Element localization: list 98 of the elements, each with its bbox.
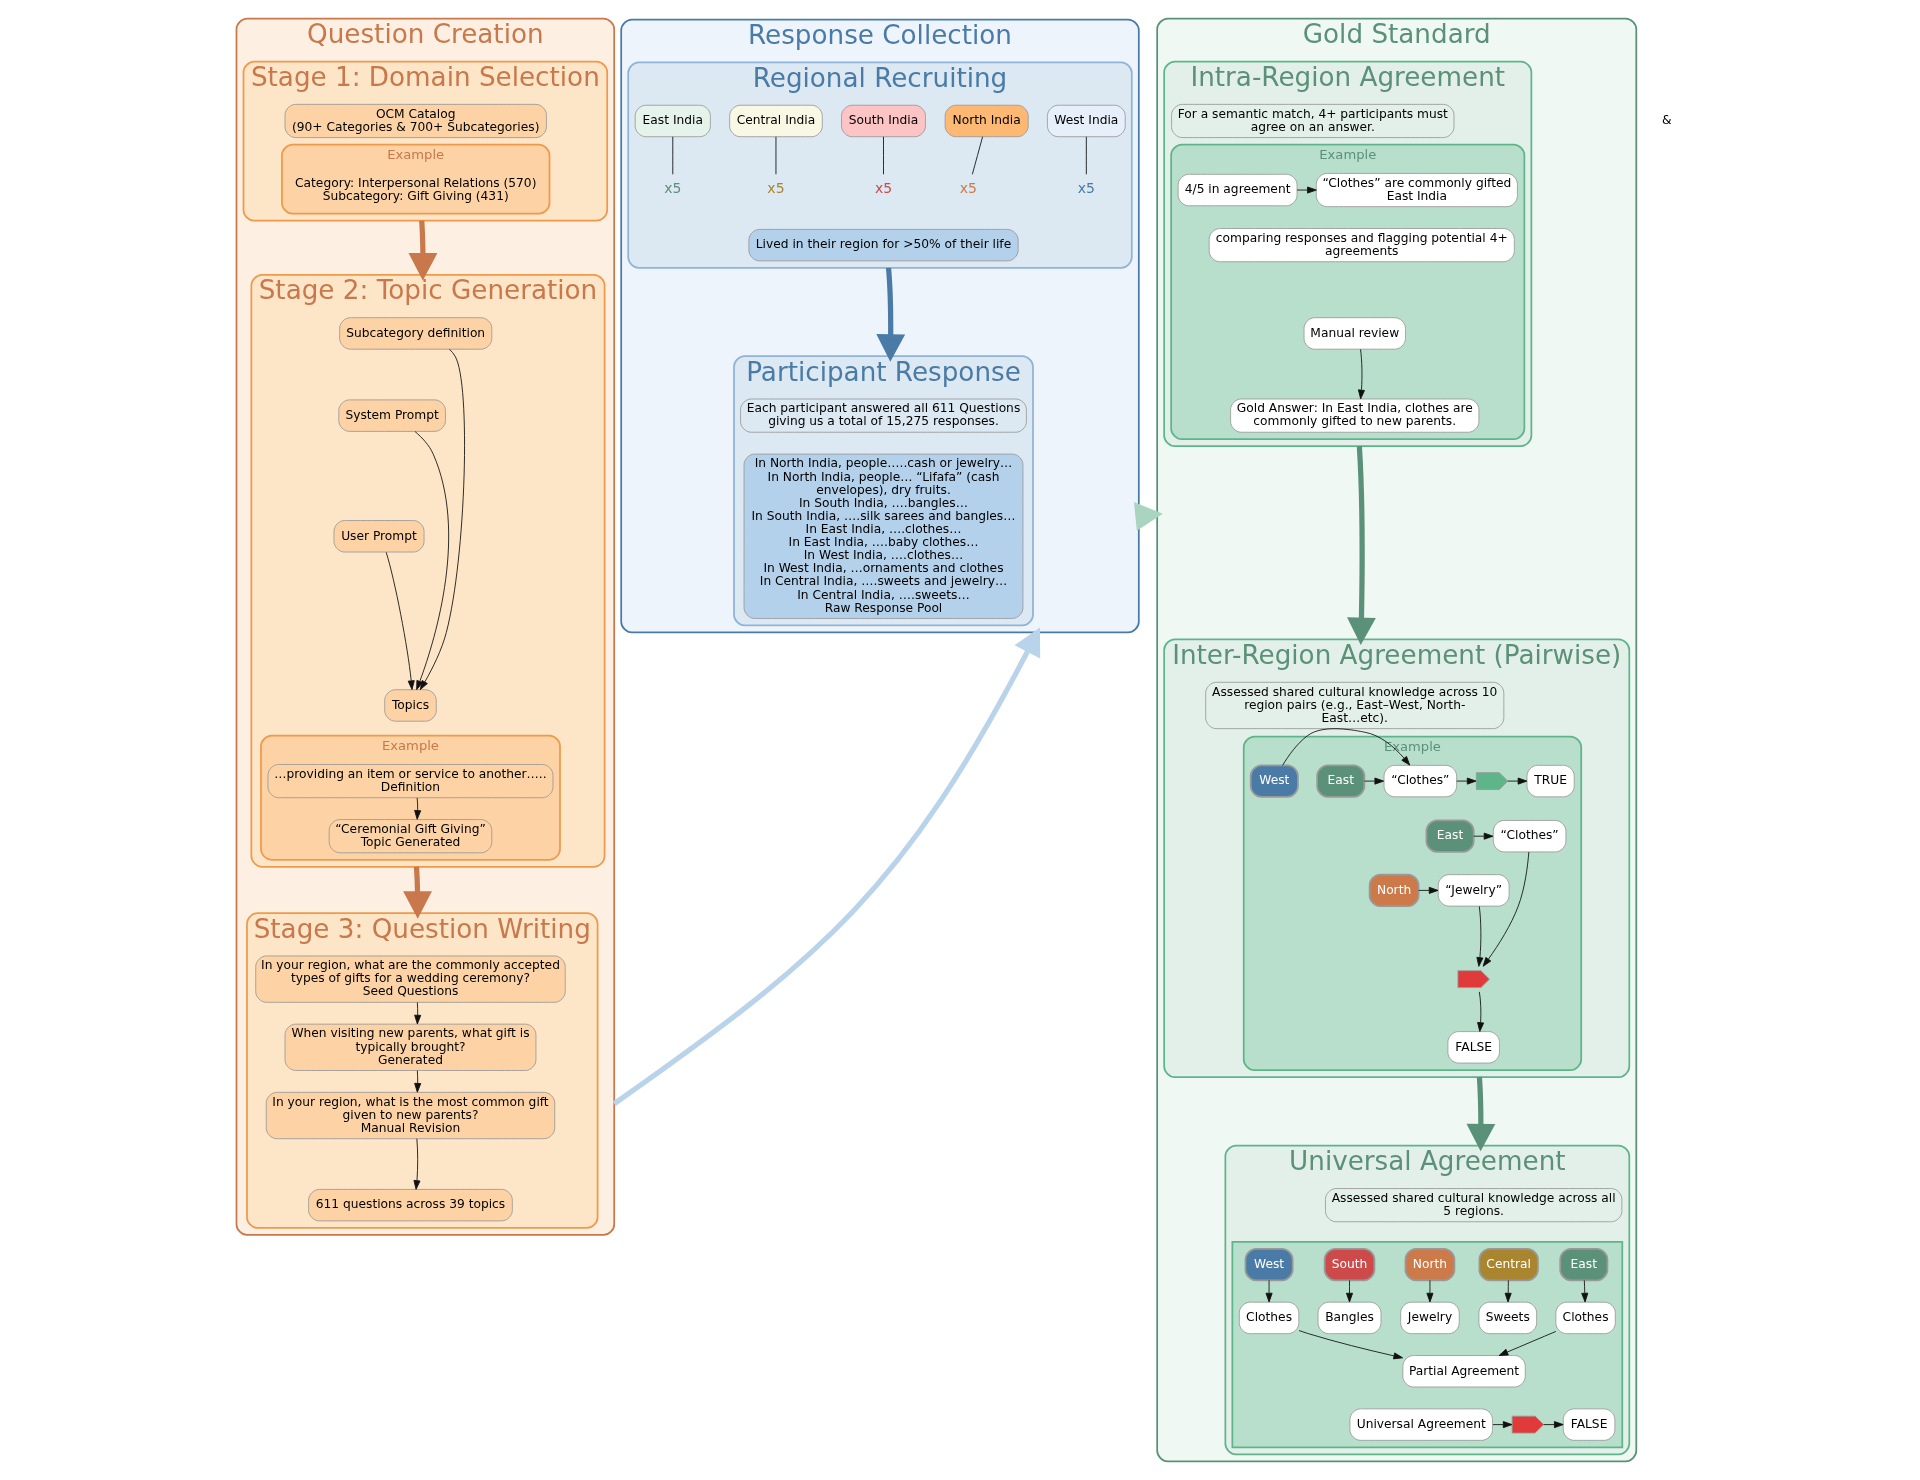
arrow xyxy=(1282,728,1411,766)
node-box: West xyxy=(1244,1248,1294,1282)
arrow xyxy=(1543,1421,1564,1429)
arrow xyxy=(1418,886,1439,894)
node-box: Clothes xyxy=(1238,1301,1300,1335)
node-flag xyxy=(1511,1415,1545,1434)
arrow xyxy=(612,627,1041,1106)
connector xyxy=(883,136,884,175)
node-box: In your region, what are the commonly accepted types of gifts for a wedding ceremony? Seed Questions xyxy=(255,955,566,1003)
node-box: Assessed shared cultural knowledge across all 5 regions. xyxy=(1325,1188,1623,1223)
node-box: “Ceremonial Gift Giving” Topic Generated xyxy=(328,819,493,854)
node-box: Gold Answer: In East India, clothes are commonly gifted to new parents. xyxy=(1230,398,1480,433)
node-box: Universal Agreement xyxy=(1349,1408,1493,1441)
node-box: East xyxy=(1425,819,1475,853)
arrow xyxy=(876,267,906,362)
node-box: Clothes xyxy=(1555,1301,1616,1335)
node-box: South xyxy=(1323,1248,1376,1282)
arrow xyxy=(1482,851,1530,967)
arrow xyxy=(1492,1421,1513,1429)
node-text: x5 xyxy=(874,180,893,197)
node-box: Topics xyxy=(384,689,437,722)
node-box: “Clothes” xyxy=(1492,820,1567,853)
arrow xyxy=(419,348,465,690)
node-text: x5 xyxy=(767,180,785,197)
connector xyxy=(971,136,984,175)
node-box: 4/5 in agreement xyxy=(1177,173,1298,207)
arrow xyxy=(1346,1279,1353,1303)
node-box: Example Category: Interpersonal Relations (570) Subcategory: Gift Giving (431) xyxy=(281,143,551,215)
connector xyxy=(672,136,674,175)
cluster xyxy=(1231,1241,1624,1449)
arrow xyxy=(1357,349,1365,400)
arrow xyxy=(1347,446,1376,646)
node-box: East xyxy=(1559,1248,1609,1282)
node-box: Each participant answered all 611 Questions giving us a total of 15,275 responses. xyxy=(740,398,1027,433)
arrow xyxy=(1296,186,1317,194)
node-box: Central India xyxy=(729,104,823,138)
arrow xyxy=(414,1002,422,1025)
node-box: West India xyxy=(1047,104,1126,138)
node-box: North xyxy=(1404,1248,1456,1282)
arrow xyxy=(408,220,438,281)
node-box: Subcategory definition xyxy=(339,317,493,350)
label: & xyxy=(1662,113,1672,128)
node-box: OCM Catalog (90+ Categories & 700+ Subcategories) xyxy=(284,103,547,139)
arrow xyxy=(385,551,415,691)
node-box: 611 questions across 39 topics xyxy=(308,1188,513,1222)
node-box: “Clothes” are commonly gifted East India xyxy=(1315,173,1518,208)
node-box: “Jewelry” xyxy=(1437,874,1510,907)
node-flag xyxy=(1475,772,1509,790)
arrow xyxy=(414,431,450,691)
node-box: Assessed shared cultural knowledge across 10 region pairs (e.g., East–West, North-East…etc). xyxy=(1205,681,1505,730)
node-box: Lived in their region for >50% of their life xyxy=(748,228,1019,262)
node-box: …providing an item or service to another….. Definition xyxy=(267,764,554,799)
arrow xyxy=(1363,777,1385,785)
arrow xyxy=(1504,1279,1512,1303)
node-box: In North India, people…..cash or jewelry… In North India, people… “Lifafa” (cash envelopes), dry fruits. In South India, ….bangles… In South India, ….silk sarees and bangles… In East India, ….clothes… In East India, ….baby clothes… In West India, ….clothes… In West India, …ornaments and clothes In Central India, ….sweets and jewelry… In Central India, ….sweets… Raw Response Pool xyxy=(743,453,1024,619)
arrow xyxy=(1507,777,1528,785)
arrow xyxy=(1581,1279,1589,1303)
node-box: TRUE xyxy=(1526,764,1575,798)
arrow xyxy=(1466,1076,1496,1152)
connector xyxy=(1085,136,1087,175)
arrow xyxy=(1426,1279,1434,1303)
node-box: When visiting new parents, what gift is typically brought? Generated xyxy=(284,1023,537,1071)
arrow xyxy=(1134,502,1163,531)
node-box: Central xyxy=(1478,1248,1539,1282)
node-box: System Prompt xyxy=(338,399,446,432)
arrow xyxy=(1265,1279,1273,1303)
node-box: “Clothes” xyxy=(1383,764,1458,798)
node-box: East India xyxy=(634,104,711,138)
arrow xyxy=(1298,1330,1404,1360)
node-box: South India xyxy=(841,104,926,138)
node-box: comparing responses and flagging potential 4+ agreements xyxy=(1208,228,1515,263)
node-box: FALSE xyxy=(1447,1031,1500,1064)
node-box: FALSE xyxy=(1562,1408,1616,1441)
arrow xyxy=(1456,777,1477,785)
node-box: For a semantic match, 4+ participants must agree on an answer. xyxy=(1171,103,1455,139)
node-text: x5 xyxy=(664,180,682,197)
node-box: Jewelry xyxy=(1400,1301,1460,1335)
node-box: Sweets xyxy=(1478,1301,1538,1335)
node-box: West xyxy=(1249,764,1299,798)
node-box: Partial Agreement xyxy=(1402,1355,1526,1388)
arrow xyxy=(413,1138,421,1190)
node-box: In your region, what is the most common gift given to new parents? Manual Revision xyxy=(265,1091,556,1140)
node-box: North India xyxy=(944,104,1029,138)
arrow xyxy=(1473,832,1494,840)
arrow xyxy=(414,797,422,820)
arrow xyxy=(1498,1331,1557,1356)
node-flag xyxy=(1457,970,1490,988)
node-box: North xyxy=(1368,873,1420,907)
arrow xyxy=(403,866,432,919)
arrow xyxy=(414,1070,422,1093)
node-box: Bangles xyxy=(1317,1301,1382,1335)
node-box: East xyxy=(1316,764,1366,798)
node-text: x5 xyxy=(959,180,977,197)
node-text: x5 xyxy=(1077,180,1095,197)
arrow xyxy=(1477,991,1485,1032)
node-box: Manual review xyxy=(1303,317,1406,350)
arrow xyxy=(1476,905,1484,967)
node-box: User Prompt xyxy=(333,520,425,553)
